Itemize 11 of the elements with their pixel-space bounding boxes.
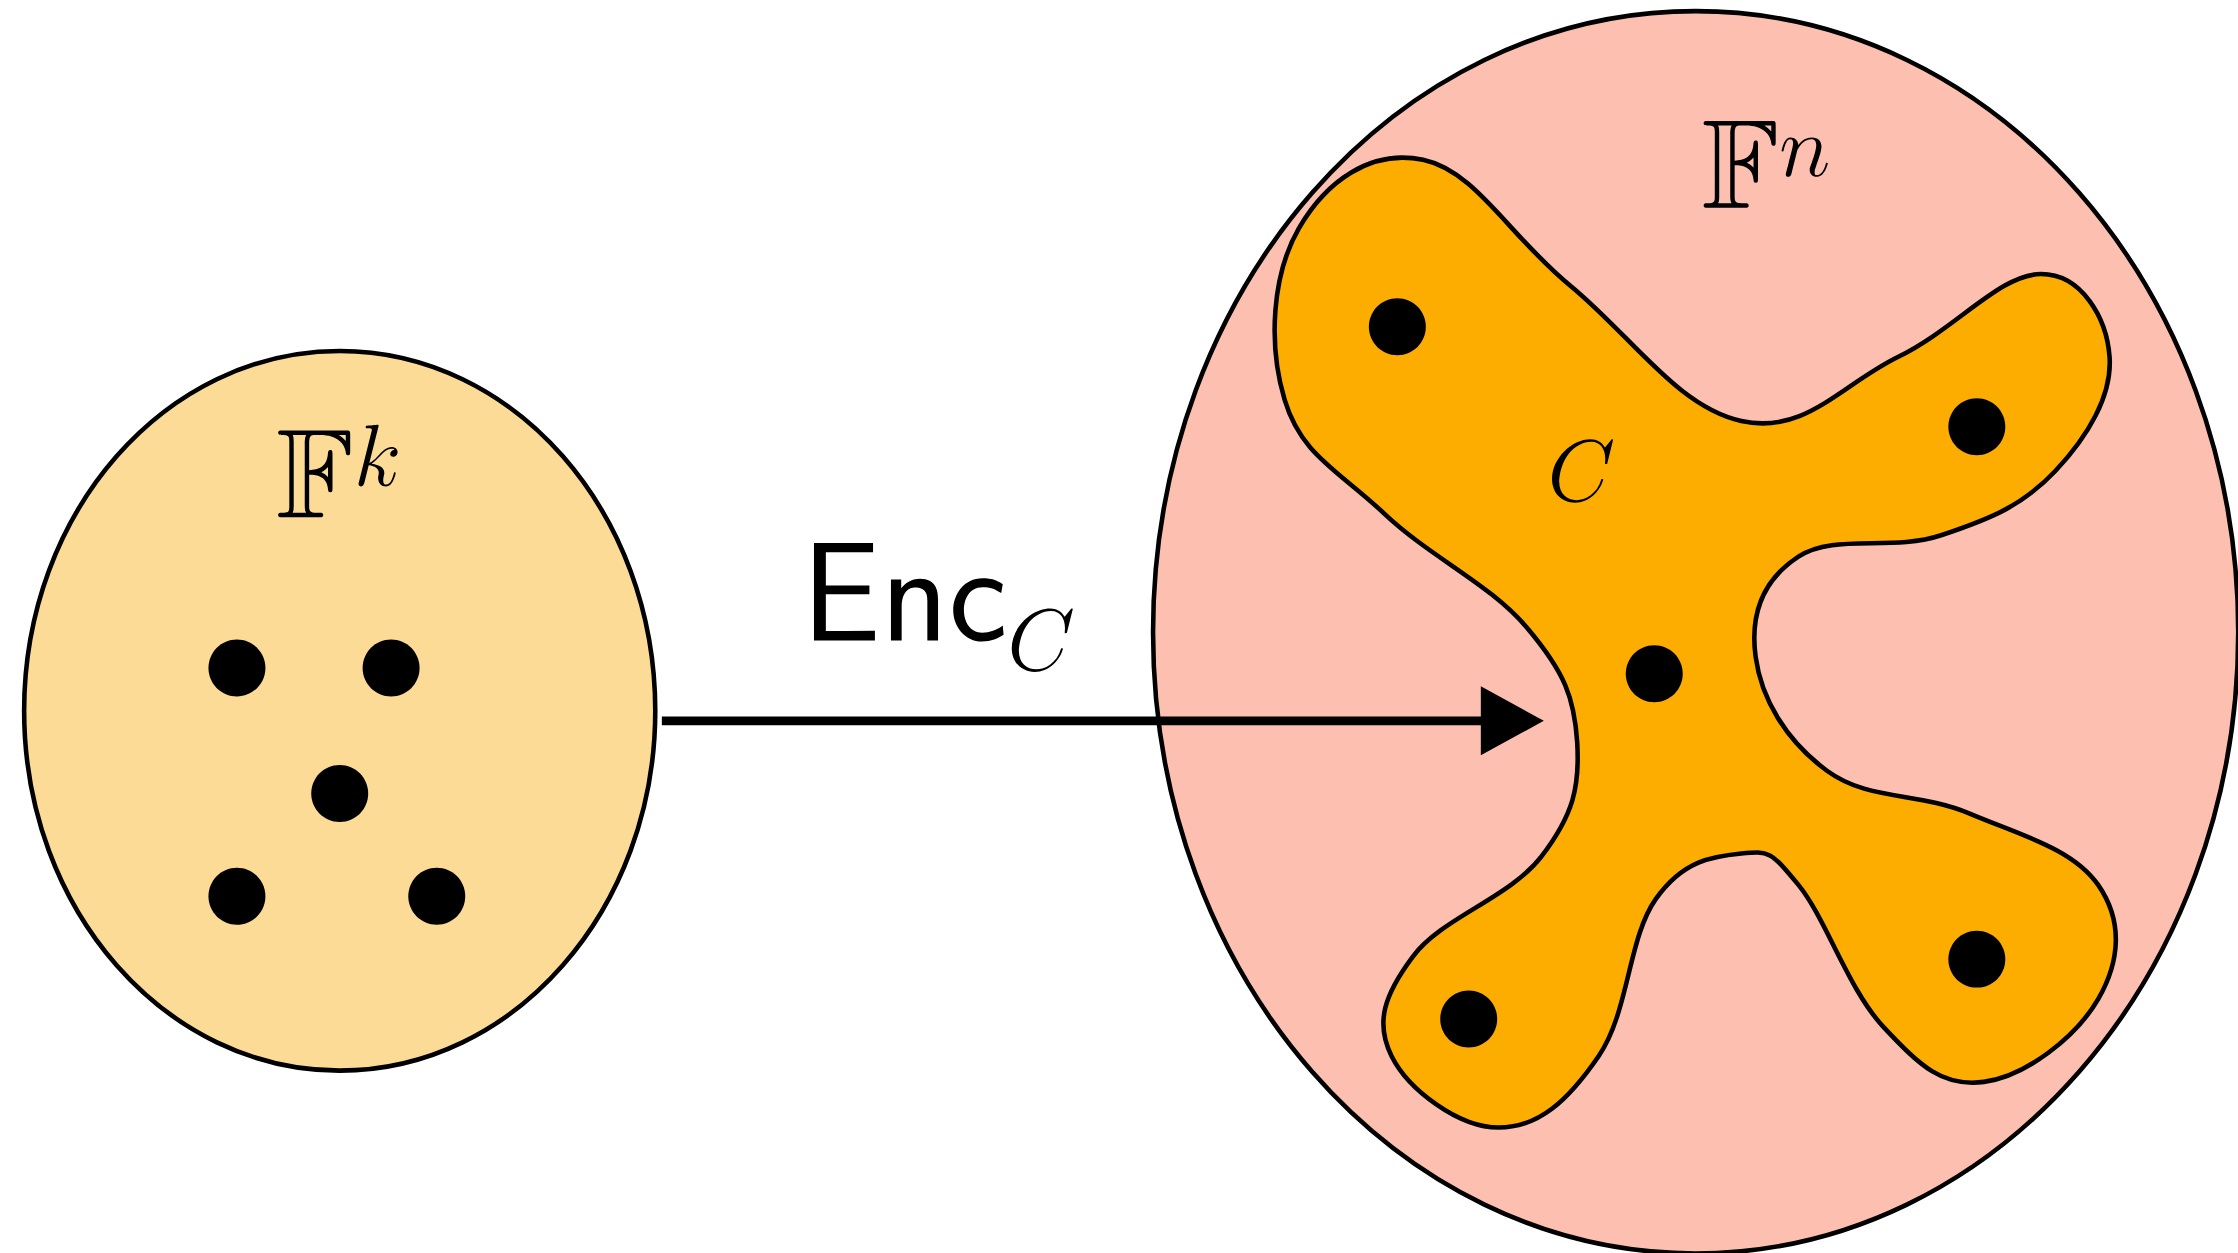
point-dot <box>1948 930 2006 988</box>
point-dot <box>208 867 266 925</box>
point-dot <box>311 765 369 822</box>
point-dot <box>362 639 420 697</box>
point-dot <box>408 867 466 925</box>
point-dot <box>1625 645 1683 703</box>
point-dot <box>1948 398 2006 456</box>
point-dot <box>1440 990 1498 1048</box>
point-dot <box>1368 298 1426 356</box>
point-dot <box>208 639 266 697</box>
edge-label: $\mathsf{Enc}_C$ <box>814 543 1073 672</box>
